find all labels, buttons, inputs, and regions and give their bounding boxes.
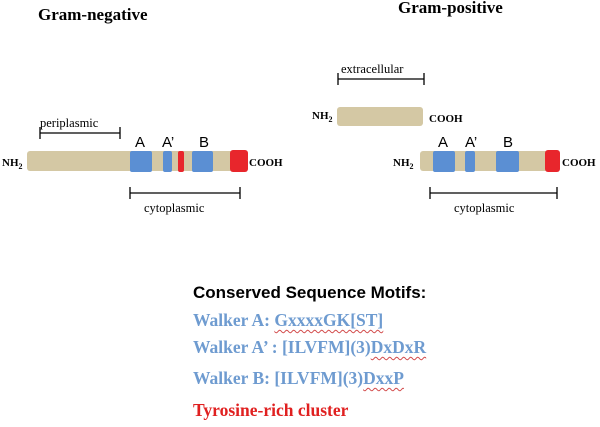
gram-positive-walker-a-prime-block [465, 151, 475, 172]
gram-negative-tyrosine-block [230, 150, 248, 172]
gram-positive-extracellular-domain-bar [337, 107, 423, 126]
periplasmic-label: periplasmic [40, 116, 99, 130]
gram-positive-n-terminus: NH2 [393, 157, 414, 171]
gram-negative-walker-a-label: A [135, 134, 145, 151]
gram-positive-walker-b-label: B [503, 134, 513, 151]
periplasmic-bracket [39, 127, 121, 139]
gram-positive-extracellular-c-terminus: COOH [429, 113, 463, 125]
gram-positive-walker-a-label: A [438, 134, 448, 151]
gram-negative-cytoplasmic-bracket [129, 187, 241, 199]
gram-positive-walker-a-block [433, 151, 455, 172]
gram-positive-extracellular-n-terminus: NH2 [312, 110, 333, 124]
gram-positive-title: Gram-positive [398, 0, 503, 17]
gram-negative-walker-b-block [192, 151, 213, 172]
gram-negative-walker-a-prime-block [163, 151, 172, 172]
gram-negative-walker-b-label: B [199, 134, 209, 151]
gram-negative-tyrosine-block-small [178, 151, 184, 172]
gram-negative-walker-a-block [130, 151, 152, 172]
gram-negative-title: Gram-negative [38, 5, 148, 24]
gram-positive-cytoplasmic-label: cytoplasmic [454, 201, 515, 215]
gram-positive-walker-a-prime-label: A’ [465, 134, 477, 151]
gram-positive-c-terminus: COOH [562, 157, 596, 169]
gram-positive-walker-b-block [496, 151, 519, 172]
gram-negative-cytoplasmic-label: cytoplasmic [144, 201, 205, 215]
extracellular-label: extracellular [341, 62, 404, 76]
extracellular-bracket [337, 73, 425, 85]
gram-negative-walker-a-prime-label: A’ [162, 134, 174, 151]
gram-positive-tyrosine-block [545, 150, 560, 172]
gram-negative-c-terminus: COOH [249, 157, 283, 169]
gram-positive-cytoplasmic-bracket [429, 187, 558, 199]
gram-negative-n-terminus: NH2 [2, 157, 23, 171]
